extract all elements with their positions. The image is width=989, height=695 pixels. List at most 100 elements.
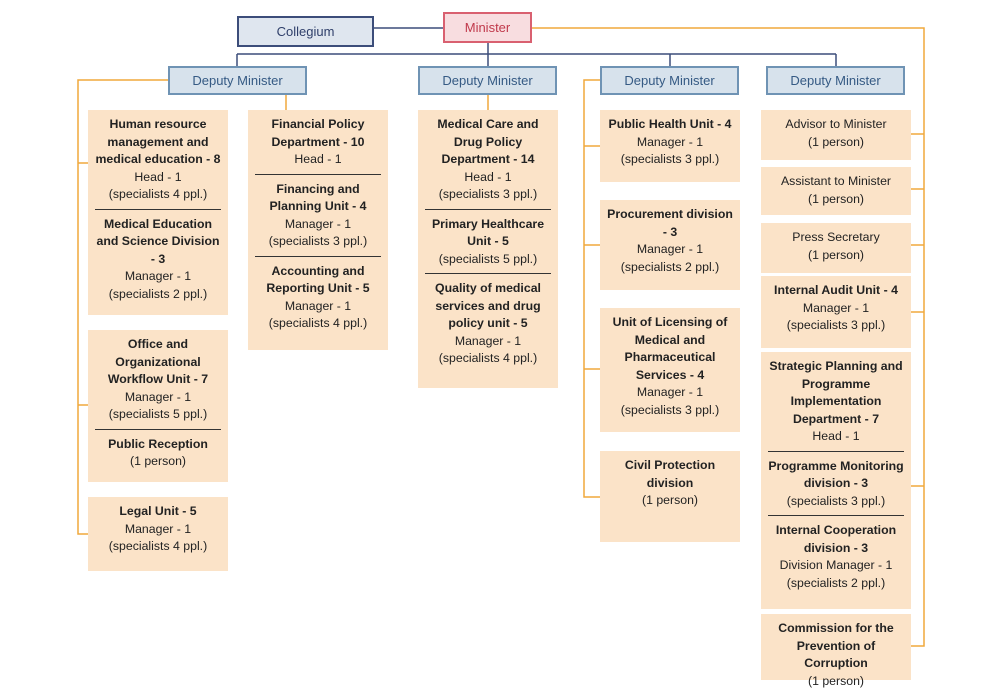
org-box: Commission for the Prevention of Corrupt… (761, 614, 911, 688)
unit-title: Commission for the Prevention of Corrupt… (778, 621, 894, 670)
org-box: Assistant to Minister (1 person) (761, 167, 911, 215)
unit-detail: (specialists 3 ppl.) (438, 187, 538, 201)
unit-detail: (specialists 2 ppl.) (786, 575, 886, 590)
minister-box: Minister (443, 12, 532, 43)
org-box: Unit of Licensing of Medical and Pharmac… (600, 308, 740, 432)
deputy-minister-label: Deputy Minister (192, 73, 283, 88)
unit-title: Internal Cooperation division - 3 (775, 523, 897, 555)
org-box: Medical Care and Drug Policy Department … (418, 110, 558, 388)
unit-detail: (1 person) (807, 247, 865, 262)
org-unit: Medical Education and Science Division -… (95, 208, 221, 309)
unit-detail: Manager - 1 (454, 333, 522, 348)
unit-title: Unit of Licensing of Medical and Pharmac… (612, 315, 728, 382)
deputy-minister-1: Deputy Minister (168, 66, 307, 95)
unit-detail: (specialists 2 ppl.) (108, 286, 208, 301)
deputy-minister-label: Deputy Minister (442, 73, 533, 88)
unit-detail: Manager - 1 (284, 298, 352, 313)
minister-label: Minister (464, 20, 511, 35)
unit-detail: (specialists 4 ppl.) (438, 351, 538, 365)
unit-detail: Press Secretary (792, 230, 880, 244)
deputy-minister-label: Deputy Minister (790, 73, 881, 88)
deputy-minister-2: Deputy Minister (418, 66, 557, 95)
deputy-minister-3: Deputy Minister (600, 66, 739, 95)
collegium-box: Collegium (237, 16, 374, 47)
unit-detail: (specialists 4 ppl.) (108, 187, 208, 201)
org-unit: Financing and Planning Unit - 4 Manager -… (255, 173, 381, 256)
unit-title: Financial Policy Department - 10 (271, 117, 365, 149)
unit-detail: Head - 1 (464, 169, 512, 184)
unit-detail: Manager - 1 (802, 300, 870, 315)
org-box: Strategic Planning and Programme Impleme… (761, 352, 911, 609)
org-unit: Strategic Planning and Programme Impleme… (761, 352, 911, 451)
org-box: Office and Organizational Workflow Unit … (88, 330, 228, 482)
unit-detail: Advisor to Minister (785, 117, 887, 131)
org-unit: Quality of medical services and drug pol… (425, 273, 551, 373)
unit-detail: Manager - 1 (124, 389, 192, 404)
unit-detail: (1 person) (807, 191, 865, 206)
unit-detail: Head - 1 (294, 152, 342, 166)
unit-detail: (specialists 5 ppl.) (438, 251, 538, 266)
unit-detail: (1 person) (641, 493, 699, 507)
org-box: Press Secretary (1 person) (761, 223, 911, 273)
unit-detail: Assistant to Minister (780, 174, 892, 188)
org-box: Financial Policy Department - 10 Head - 1… (248, 110, 388, 350)
unit-title: Primary Healthcare Unit - 5 (431, 216, 545, 249)
unit-title: Public Reception (108, 436, 208, 451)
org-unit: Unit of Licensing of Medical and Pharmac… (600, 308, 740, 424)
unit-detail: (specialists 5 ppl.) (108, 407, 208, 421)
org-box: Civil Protection division (1 person) (600, 451, 740, 542)
unit-title: Procurement division - 3 (607, 207, 733, 239)
deputy-minister-label: Deputy Minister (624, 73, 715, 88)
unit-detail: (specialists 3 ppl.) (786, 493, 886, 508)
unit-detail: Manager - 1 (284, 216, 352, 231)
unit-title: Medical Education and Science Division -… (96, 216, 220, 266)
unit-detail: (specialists 3 ppl.) (786, 318, 886, 332)
unit-detail: (specialists 4 ppl.) (268, 316, 368, 330)
unit-detail: (specialists 3 ppl.) (268, 234, 368, 248)
unit-title: Internal Audit Unit - 4 (774, 283, 898, 297)
unit-title: Human resource management and medical ed… (95, 117, 221, 166)
org-box: Internal Audit Unit - 4 Manager - 1 (speci… (761, 276, 911, 348)
unit-detail: (1 person) (129, 454, 187, 468)
org-unit: Commission for the Prevention of Corrupt… (761, 614, 911, 695)
unit-detail: (1 person) (807, 673, 865, 688)
deputy-minister-4: Deputy Minister (766, 66, 905, 95)
unit-detail: Manager - 1 (636, 134, 704, 149)
org-unit: Human resource management and medical ed… (88, 110, 228, 209)
unit-detail: Manager - 1 (636, 242, 704, 256)
org-unit: Advisor to Minister (1 person) (761, 110, 911, 156)
unit-title: Medical Care and Drug Policy Department … (437, 117, 539, 166)
unit-detail: (specialists 4 ppl.) (108, 539, 208, 553)
org-unit: Internal Audit Unit - 4 Manager - 1 (speci… (761, 276, 911, 340)
unit-title: Strategic Planning and Programme Impleme… (769, 359, 903, 426)
unit-detail: Head - 1 (134, 169, 182, 184)
unit-detail: Division Manager - 1 (779, 558, 893, 572)
unit-title: Programme Monitoring division - 3 (768, 458, 904, 491)
unit-detail: Manager - 1 (636, 385, 704, 399)
org-unit: Office and Organizational Workflow Unit … (88, 330, 228, 429)
unit-title: Quality of medical services and drug pol… (435, 281, 541, 330)
org-unit: Programme Monitoring division - 3 (specia… (768, 450, 904, 516)
org-box: Human resource management and medical ed… (88, 110, 228, 315)
org-box: Advisor to Minister (1 person) (761, 110, 911, 160)
unit-title: Office and Organizational Workflow Unit … (107, 337, 209, 386)
org-unit: Accounting and Reporting Unit - 5 Manager… (255, 255, 381, 338)
unit-title: Financing and Planning Unit - 4 (269, 181, 367, 214)
unit-title: Accounting and Reporting Unit - 5 (266, 263, 370, 296)
org-unit: Assistant to Minister (1 person) (761, 167, 911, 213)
org-unit: Civil Protection division (1 person) (600, 451, 740, 515)
unit-detail: (1 person) (807, 134, 865, 149)
unit-title: Public Health Unit - 4 (608, 117, 732, 131)
collegium-label: Collegium (276, 24, 335, 39)
unit-title: Civil Protection division (624, 458, 716, 490)
hierarchy-lines (236, 27, 837, 66)
unit-detail: Head - 1 (812, 429, 860, 443)
org-unit: Press Secretary (1 person) (761, 223, 911, 269)
org-unit: Financial Policy Department - 10 Head - 1 (248, 110, 388, 174)
